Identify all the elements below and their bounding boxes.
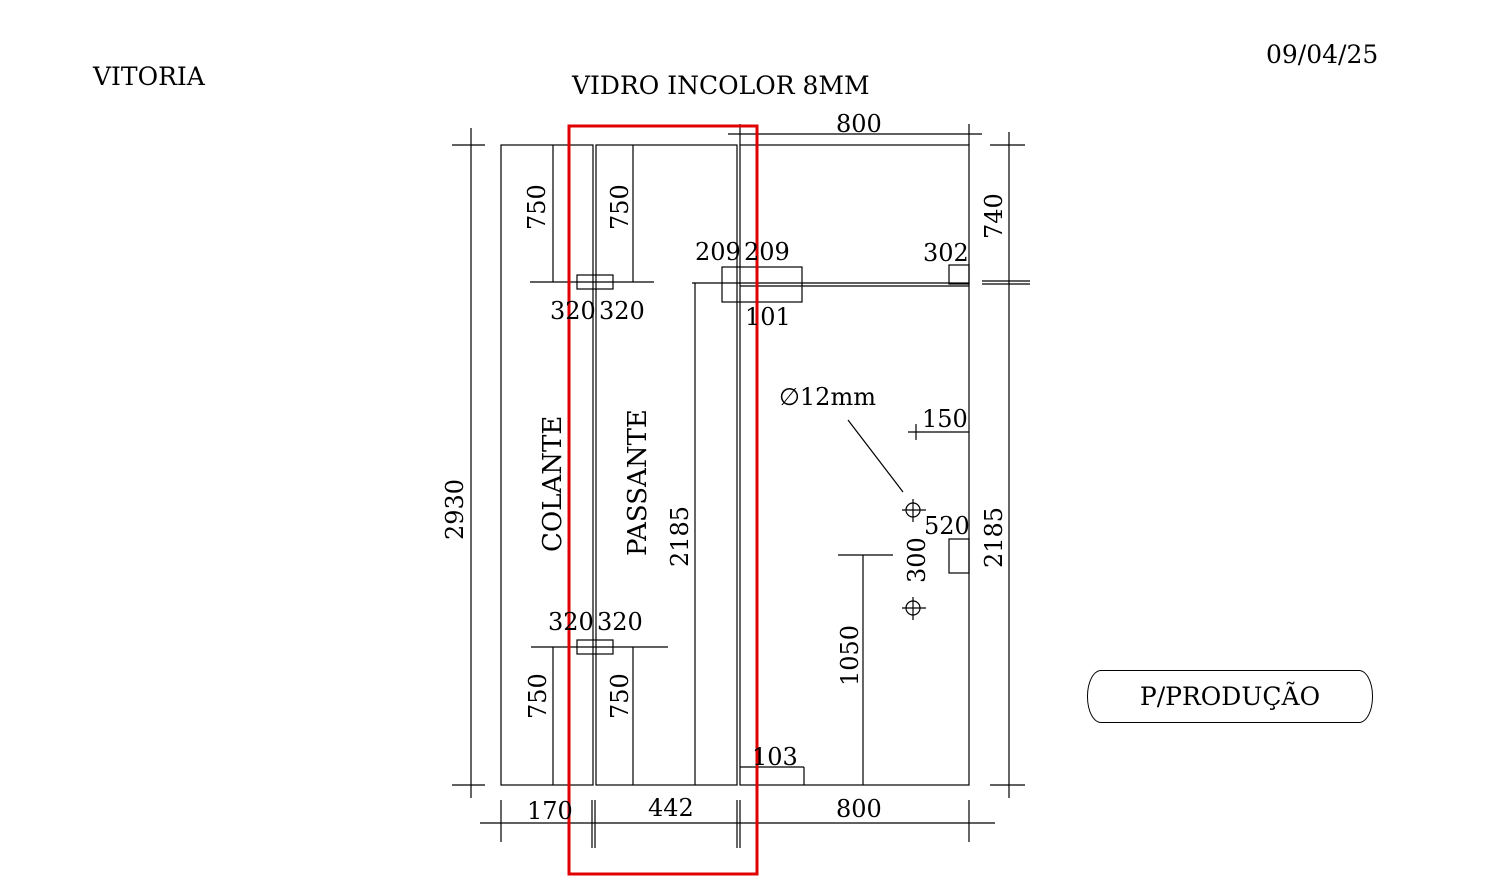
dim-handle-r: 209: [744, 238, 790, 266]
bottom-hinge: [576, 639, 614, 655]
dim-corner-top: 302: [923, 239, 969, 267]
production-badge: P/PRODUÇÃO: [1087, 670, 1373, 723]
panel-colante-outline: [500, 144, 594, 786]
client-name: VITORIA: [93, 62, 205, 91]
dim-right-bottom: 2185: [980, 507, 1008, 568]
production-badge-label: P/PRODUÇÃO: [1139, 682, 1321, 711]
drawing-lines: [452, 124, 1030, 848]
dim-middle-height: 2185: [666, 506, 694, 567]
highlight-box: [567, 124, 759, 876]
dim-top-width: 800: [836, 110, 882, 138]
dim-bottom-right: 800: [836, 795, 882, 823]
date-stamp: 09/04/25: [1266, 40, 1379, 69]
dim-handle-l: 209: [695, 238, 741, 266]
dim-bottom-left: 170: [527, 797, 573, 825]
corner-notch-top: [948, 264, 970, 285]
dim-left-bottom-b: 750: [606, 673, 634, 719]
top-hinge: [576, 274, 614, 290]
dim-hinge-bottom-l: 320: [548, 608, 594, 636]
panel-label-colante: COLANTE: [538, 416, 568, 552]
dim-bottom-middle: 442: [648, 794, 694, 822]
dim-hinge-bottom-r: 320: [597, 608, 643, 636]
panel-label-passante: PASSANTE: [623, 409, 653, 556]
dim-notch-height: 520: [924, 512, 970, 540]
vertical-labels: 2930 740 2185 750 750 750 750 2185 300 1…: [441, 184, 1008, 719]
dim-left-top-a: 750: [523, 184, 551, 230]
dim-left-top-b: 750: [606, 184, 634, 230]
dim-total-height: 2930: [441, 479, 469, 540]
dim-hole-label: ∅12mm: [779, 383, 876, 411]
dim-hinge-top-l: 320: [550, 297, 596, 325]
dim-right-top: 740: [980, 193, 1008, 239]
panel-fixed-outline: [739, 144, 970, 786]
dim-bottom-notch: 103: [752, 743, 798, 771]
dimension-labels: 800 320 320 320 320 209 209 101 302 ∅12m…: [527, 110, 970, 825]
handle-block: [721, 266, 803, 303]
side-notch: [948, 538, 970, 574]
material-title: VIDRO INCOLOR 8MM: [572, 71, 870, 100]
dim-hole-spacing: 300: [903, 537, 931, 583]
dim-handle-below: 101: [745, 303, 791, 331]
dim-left-bottom-a: 750: [524, 673, 552, 719]
dim-hole-offset: 150: [922, 405, 968, 433]
dim-hinge-top-r: 320: [599, 297, 645, 325]
panel-passante-outline: [595, 144, 738, 786]
dim-handle-height: 1050: [836, 625, 864, 686]
